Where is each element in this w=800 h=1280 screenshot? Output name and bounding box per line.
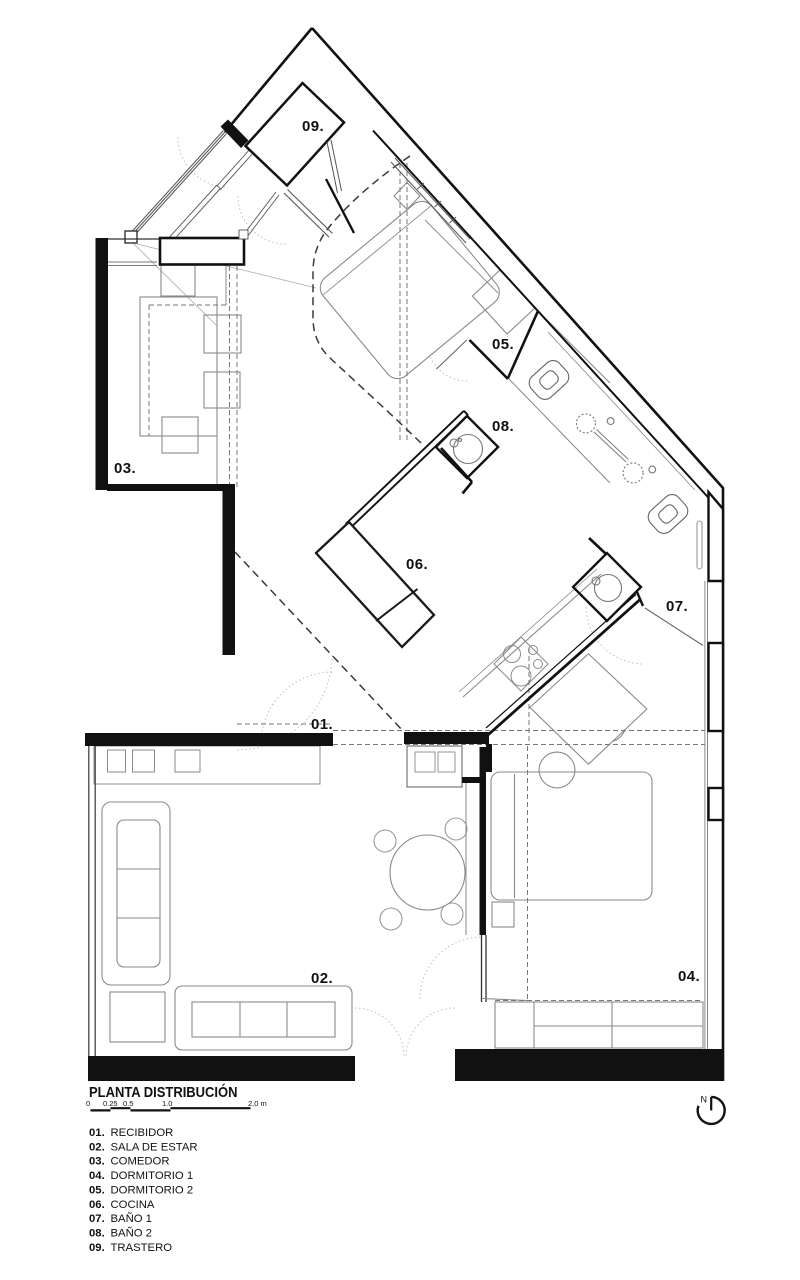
svg-text:02.: 02.	[89, 1141, 105, 1153]
svg-text:07.: 07.	[89, 1213, 105, 1225]
svg-text:04.: 04.	[89, 1170, 105, 1182]
svg-text:BAÑO 2: BAÑO 2	[111, 1227, 152, 1240]
svg-text:0.25: 0.25	[103, 1099, 118, 1108]
svg-text:COMEDOR: COMEDOR	[111, 1156, 170, 1168]
svg-text:TRASTERO: TRASTERO	[111, 1242, 173, 1254]
svg-text:1.0: 1.0	[162, 1099, 172, 1108]
svg-text:RECIBIDOR: RECIBIDOR	[111, 1127, 174, 1139]
svg-text:N: N	[701, 1095, 708, 1105]
svg-text:08.: 08.	[492, 418, 514, 435]
svg-text:DORMITORIO 2: DORMITORIO 2	[111, 1184, 194, 1196]
svg-text:DORMITORIO 1: DORMITORIO 1	[111, 1170, 194, 1182]
svg-text:0: 0	[86, 1099, 90, 1108]
svg-text:SALA DE ESTAR: SALA DE ESTAR	[111, 1141, 198, 1153]
svg-text:09.: 09.	[302, 118, 324, 135]
svg-text:01.: 01.	[89, 1127, 105, 1139]
svg-text:09.: 09.	[89, 1242, 105, 1254]
svg-text:03.: 03.	[114, 460, 136, 477]
svg-text:05.: 05.	[89, 1184, 105, 1196]
svg-text:02.: 02.	[311, 970, 333, 987]
svg-text:06.: 06.	[89, 1199, 105, 1211]
svg-text:05.: 05.	[492, 336, 514, 353]
svg-text:COCINA: COCINA	[111, 1199, 155, 1211]
svg-text:BAÑO 1: BAÑO 1	[111, 1212, 152, 1225]
svg-text:0.5: 0.5	[123, 1099, 133, 1108]
svg-text:2.0 m: 2.0 m	[248, 1099, 267, 1108]
svg-text:03.: 03.	[89, 1156, 105, 1168]
svg-text:01.: 01.	[311, 716, 333, 733]
svg-text:08.: 08.	[89, 1228, 105, 1240]
svg-text:04.: 04.	[678, 968, 700, 985]
svg-text:06.: 06.	[406, 556, 428, 573]
svg-text:07.: 07.	[666, 598, 688, 615]
svg-text:PLANTA DISTRIBUCIÓN: PLANTA DISTRIBUCIÓN	[89, 1083, 238, 1101]
